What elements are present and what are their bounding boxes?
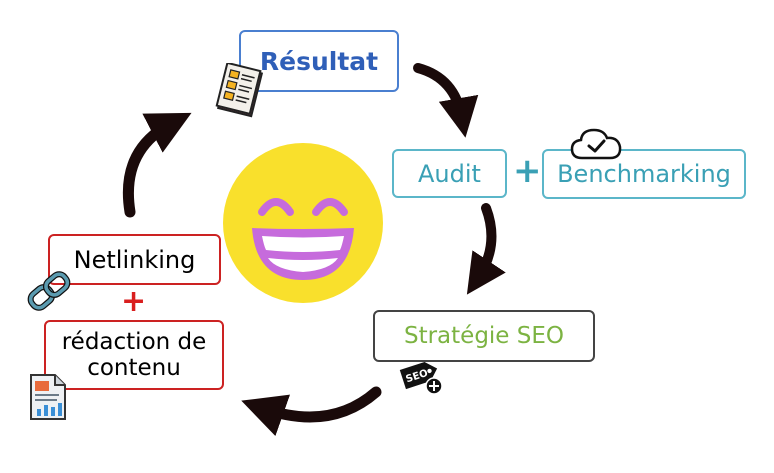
strategie-seo-box: Stratégie SEO [373,310,595,362]
benchmarking-box: Benchmarking [542,149,746,199]
arrow-netlinking-to-resultat [122,112,192,218]
arrow-resultat-to-audit [413,63,479,138]
chain-link-icon [27,271,71,311]
redaction-contenu-label: rédaction de contenu [61,328,207,381]
netlinking-box: Netlinking [48,234,221,285]
report-document-icon [215,63,264,118]
grinning-face-emoji [223,143,383,303]
seo-tag-icon: SEO [399,362,443,395]
audit-label: Audit [418,159,481,188]
arrow-audit-to-strategie [466,203,506,295]
cloud-check-icon [570,128,622,160]
audit-plus-sign: + [513,151,542,191]
audit-box: Audit [392,149,507,198]
arrow-strategie-to-redaction [241,386,382,437]
benchmarking-label: Benchmarking [557,160,731,188]
resultat-box: Résultat [239,30,399,92]
content-document-icon [30,374,66,420]
netlinking-plus-sign: + [121,284,147,319]
netlinking-label: Netlinking [73,245,196,274]
redaction-contenu-box: rédaction de contenu [44,320,224,390]
resultat-label: Résultat [259,46,379,76]
strategie-seo-label: Stratégie SEO [403,323,565,349]
